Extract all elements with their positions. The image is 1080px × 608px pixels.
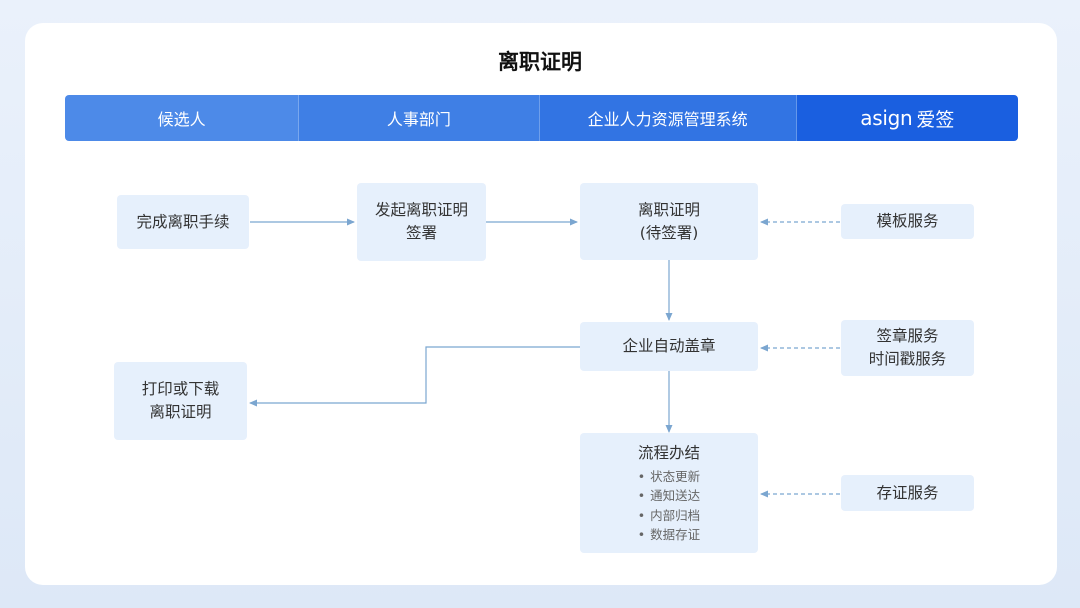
node-label-line1: 发起离职证明: [374, 201, 468, 219]
list-item: • 通知送达: [638, 486, 700, 506]
list-item-text: 数据存证: [650, 527, 701, 542]
node-certificate-pending: 离职证明 (待签署): [580, 183, 758, 260]
node-label-line1: 打印或下载: [141, 380, 220, 398]
list-item-text: 内部归档: [650, 507, 701, 523]
list-item: • 数据存证: [638, 525, 700, 545]
arrow-seal-to-print: [249, 346, 580, 407]
process-done-items: •状态更新 •通知送达 •内部归档 •数据存证: [638, 467, 700, 545]
node-initiate-sign: 发起离职证明 签署: [357, 183, 486, 261]
list-item: •状态更新: [638, 467, 700, 487]
service-sign-seal: 签章服务 时间戳服务: [841, 320, 974, 376]
brand-name: 爱签: [916, 108, 955, 131]
node-label-line2: (待签署): [639, 223, 699, 242]
service-template: 模板服务: [841, 204, 974, 239]
node-title: 流程办结: [637, 443, 700, 462]
lane-hr-department: 人事部门: [299, 95, 540, 141]
list-item-text: 状态更新: [650, 468, 701, 484]
bullet-icon: •: [637, 527, 646, 542]
node-label: 完成离职手续: [136, 212, 230, 231]
node-label-line2: 离职证明: [149, 403, 212, 421]
service-label: 模板服务: [876, 212, 939, 230]
node-print-download: 打印或下载 离职证明: [114, 362, 247, 440]
node-label: 企业自动盖章: [622, 337, 716, 355]
node-label-line1: 离职证明: [637, 200, 700, 219]
service-evidence: 存证服务: [841, 475, 974, 511]
node-label-line2: 签署: [405, 224, 437, 242]
lane-candidate: 候选人: [65, 95, 300, 141]
service-label-line1: 签章服务: [876, 327, 939, 345]
service-label: 存证服务: [876, 483, 939, 502]
bullet-icon: •: [637, 507, 646, 523]
service-label-line2: 时间戳服务: [868, 350, 947, 368]
swimlane-header: 候选人 人事部门 企业人力资源管理系统 asign 爱签: [65, 95, 1018, 141]
brand-logo-mark: asign: [860, 106, 913, 130]
bullet-icon: •: [637, 468, 646, 484]
bullet-icon: •: [637, 488, 646, 503]
node-auto-seal: 企业自动盖章: [580, 322, 758, 371]
brand-logo: asign 爱签: [860, 105, 954, 132]
diagram-title: 离职证明: [498, 50, 582, 74]
node-process-done: 流程办结 •状态更新 •通知送达 •内部归档 •数据存证: [580, 433, 758, 553]
list-item: •内部归档: [638, 506, 700, 526]
lane-hr-system: 企业人力资源管理系统: [539, 95, 797, 141]
list-item-text: 通知送达: [650, 488, 701, 503]
node-complete-resignation: 完成离职手续: [117, 195, 249, 249]
lane-brand: asign 爱签: [796, 95, 1018, 141]
